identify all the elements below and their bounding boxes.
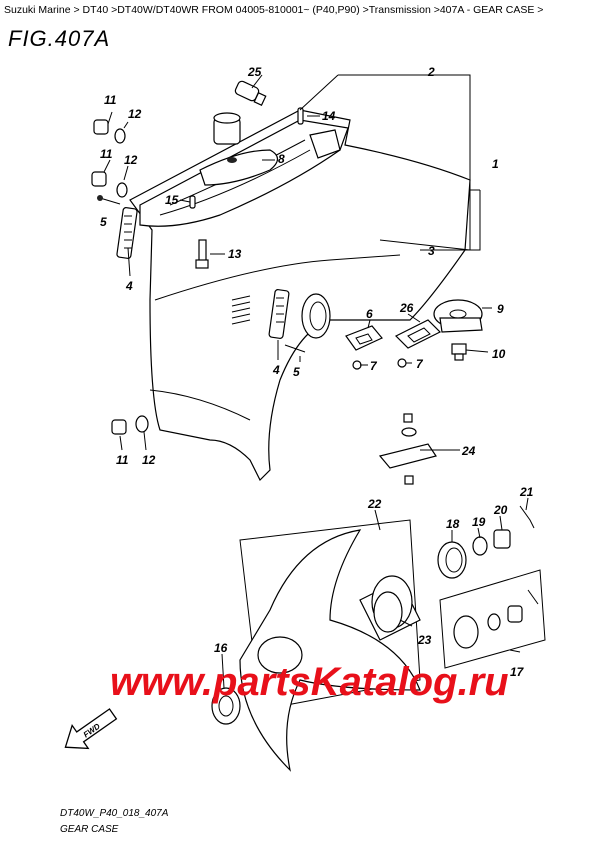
callout-21: 21 xyxy=(519,485,534,499)
callout-2: 2 xyxy=(427,65,435,79)
figure-title: FIG.407A xyxy=(8,26,111,51)
breadcrumb[interactable]: Suzuki Marine > DT40 >DT40W/DT40WR FROM … xyxy=(4,4,544,16)
callout-6: 6 xyxy=(366,307,373,321)
callout-25: 25 xyxy=(247,65,262,79)
part-25-plug xyxy=(234,80,267,107)
part-22-propeller xyxy=(239,519,421,772)
part-11-12-lower xyxy=(111,415,149,435)
callout-12b: 12 xyxy=(124,153,138,167)
part-24-anode xyxy=(378,413,437,485)
part-18-thrust-washer xyxy=(437,541,467,579)
callout-1: 1 xyxy=(492,157,499,171)
callout-16: 16 xyxy=(214,641,228,655)
callout-11b: 11 xyxy=(100,147,113,161)
part-19-washer xyxy=(472,536,488,556)
callout-15: 15 xyxy=(165,193,179,207)
part-21-cotter-pin xyxy=(519,505,535,529)
watermark: www.partsKatalog.ru xyxy=(110,660,509,704)
part-4-anode-upper xyxy=(97,195,138,259)
fwd-arrow-icon: FWD xyxy=(64,708,118,750)
part-15-pin xyxy=(189,195,196,209)
part-13-bolt xyxy=(195,239,209,269)
part-23-spacer xyxy=(373,591,403,633)
part-10-bolt xyxy=(451,343,467,361)
part-6-plate xyxy=(345,325,383,351)
callout-4b: 4 xyxy=(272,363,280,377)
callout-7b: 7 xyxy=(416,357,424,371)
callout-9: 9 xyxy=(497,302,504,316)
callout-5a: 5 xyxy=(100,215,107,229)
callouts: 1 2 3 4 4 5 5 6 7 7 8 9 10 11 11 11 12 1… xyxy=(100,65,534,679)
callout-23: 23 xyxy=(417,633,432,647)
callout-12a: 12 xyxy=(128,107,142,121)
callout-12c: 12 xyxy=(142,453,156,467)
callout-8: 8 xyxy=(278,152,285,166)
callout-13: 13 xyxy=(228,247,242,261)
callout-7a: 7 xyxy=(370,359,378,373)
part-20-nut xyxy=(493,529,511,549)
callout-17: 17 xyxy=(510,665,525,679)
part-16-nut xyxy=(211,687,241,725)
part-11-12-upper xyxy=(91,119,128,198)
callout-10: 10 xyxy=(492,347,506,361)
callout-14: 14 xyxy=(322,109,336,123)
figure-caption: GEAR CASE xyxy=(60,824,119,835)
callout-11a: 11 xyxy=(104,93,117,107)
part-4-anode-lower xyxy=(268,289,306,353)
part-17-kit xyxy=(439,569,546,669)
gear-case-housing xyxy=(129,109,471,482)
callout-24: 24 xyxy=(461,444,476,458)
callout-19: 19 xyxy=(472,515,486,529)
part-14-pin xyxy=(297,107,304,125)
callout-20: 20 xyxy=(493,503,508,517)
part-7-bolt-a xyxy=(352,360,362,370)
callout-4a: 4 xyxy=(125,279,133,293)
callout-11c: 11 xyxy=(116,453,129,467)
part-26-plate xyxy=(394,319,442,349)
callout-3: 3 xyxy=(428,244,435,258)
callout-5b: 5 xyxy=(293,365,300,379)
part-9-trim-tab xyxy=(433,299,483,333)
diagram-code: DT40W_P40_018_407A xyxy=(60,808,169,819)
callout-22: 22 xyxy=(367,497,382,511)
part-7-bolt-b xyxy=(397,358,407,368)
leader-lines xyxy=(103,74,529,689)
callout-18: 18 xyxy=(446,517,460,531)
callout-26: 26 xyxy=(399,301,414,315)
